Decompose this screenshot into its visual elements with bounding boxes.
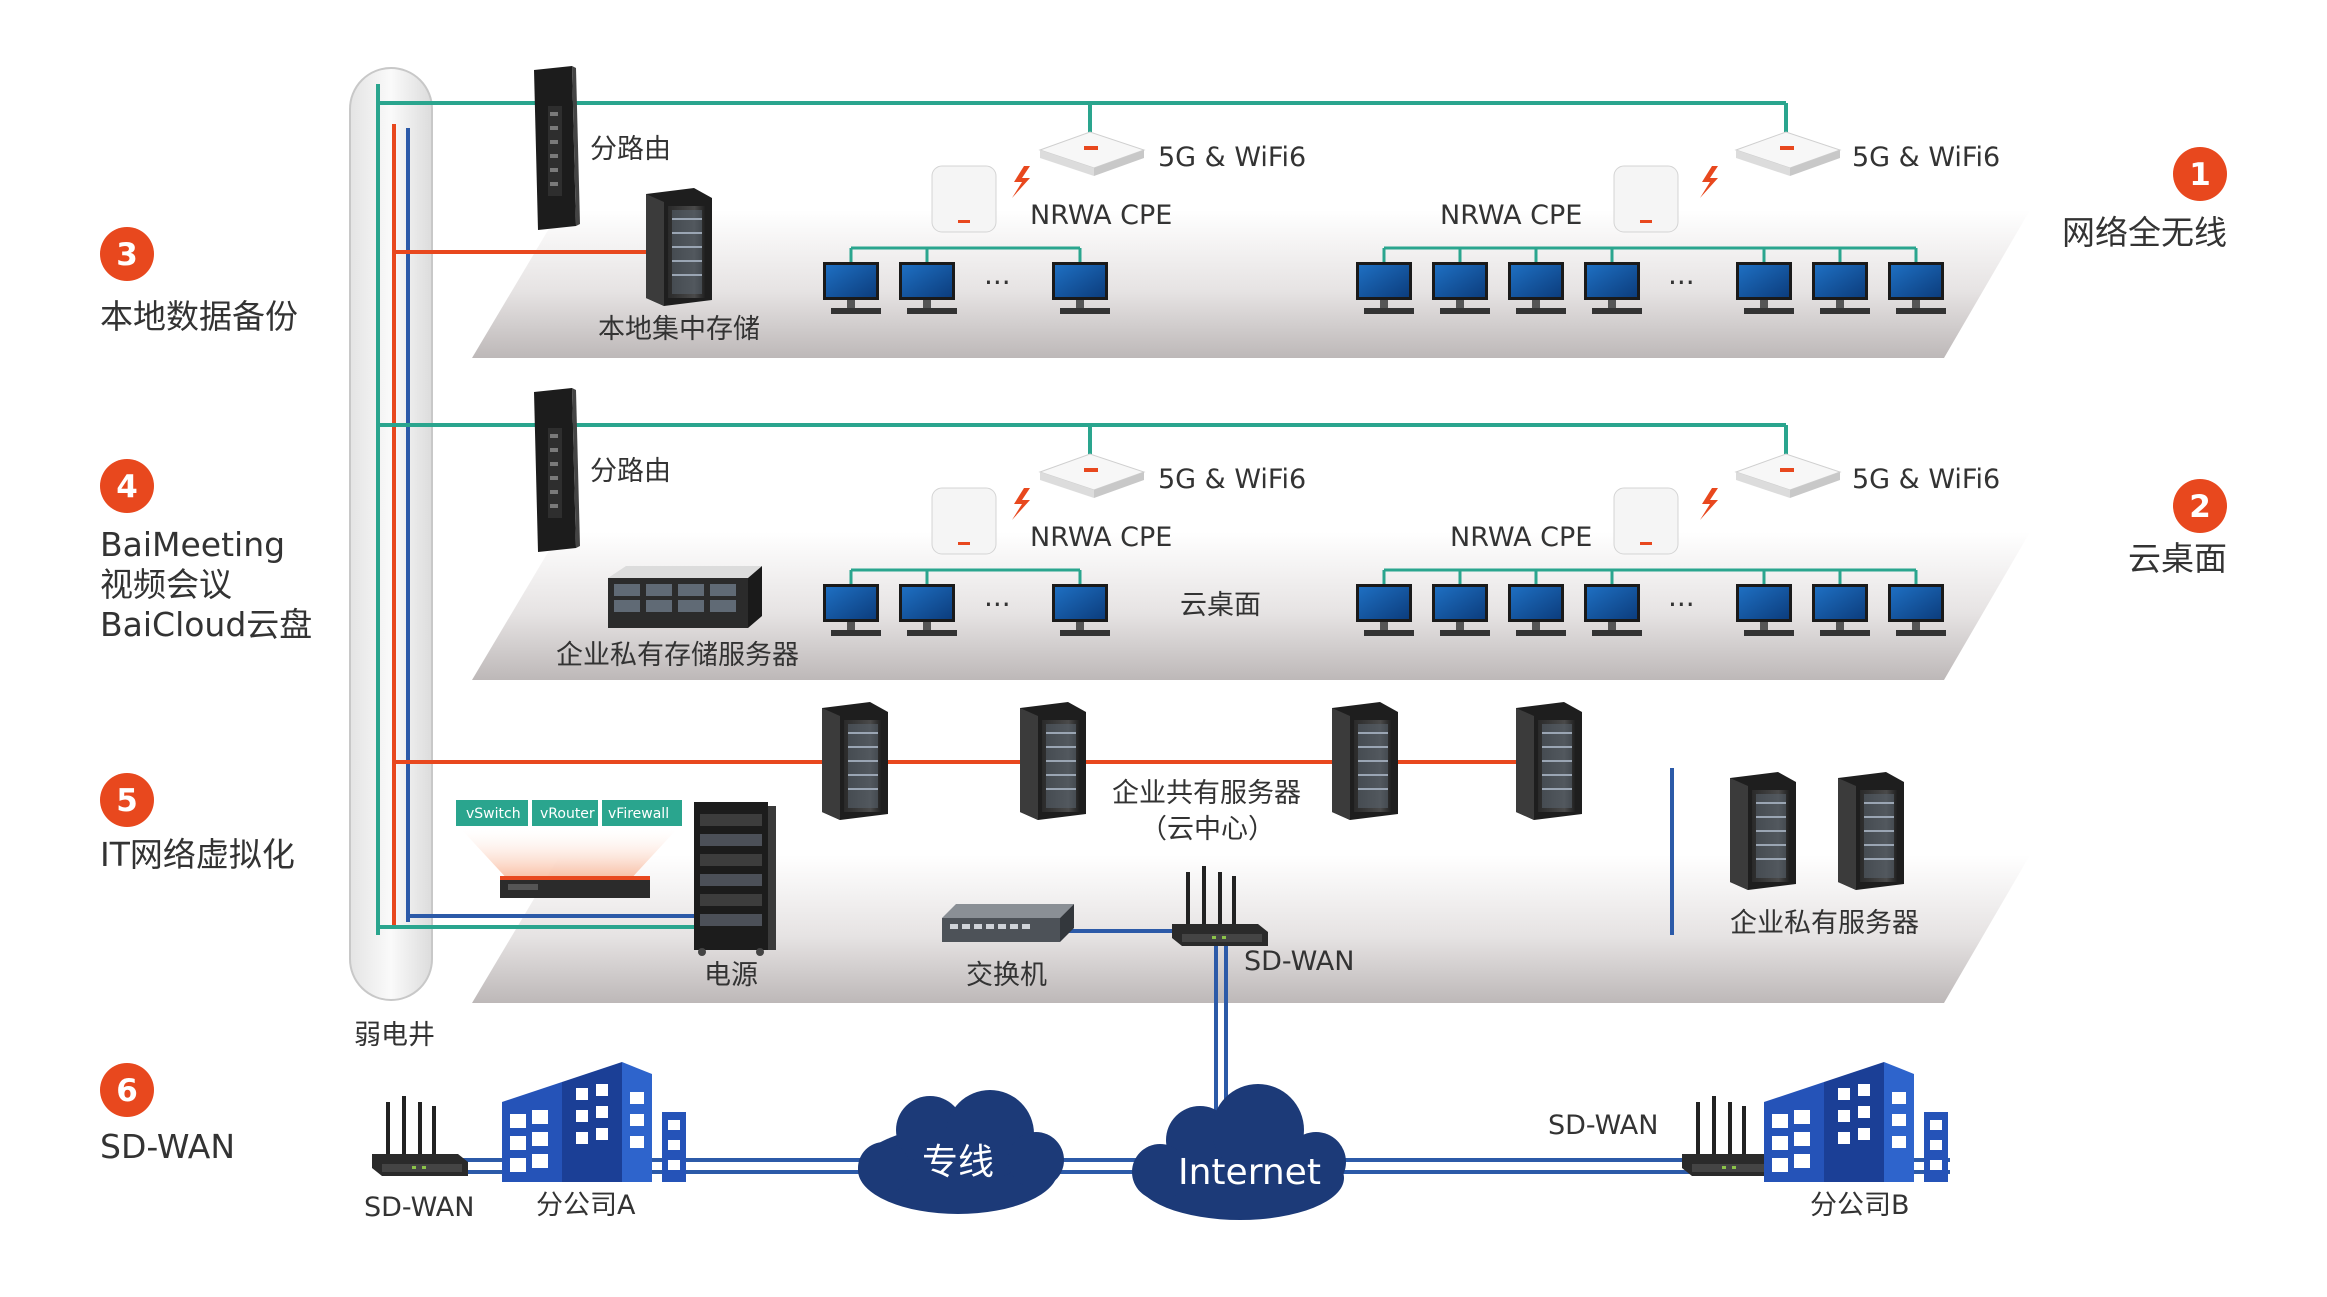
section-2: 2 云桌面 bbox=[2128, 479, 2227, 578]
section-number: 1 bbox=[2189, 157, 2211, 193]
leased-line-cloud-icon bbox=[858, 1090, 1064, 1214]
wifi6-ap-icon bbox=[1039, 453, 1145, 499]
virtualization-tags: vSwitch vRouter vFirewall bbox=[456, 800, 682, 826]
private-server-icon bbox=[1838, 772, 1904, 890]
floor1-ap-right-label: 5G & WiFi6 bbox=[1852, 142, 2000, 173]
cpe-icon bbox=[931, 165, 997, 233]
svg-text:···: ··· bbox=[984, 588, 1011, 621]
wifi6-ap-icon bbox=[1735, 453, 1841, 499]
floor1-router-label: 分路由 bbox=[590, 134, 671, 165]
section-number: 6 bbox=[116, 1073, 138, 1109]
section-1: 1 网络全无线 bbox=[2062, 147, 2227, 252]
shared-server-icon bbox=[822, 702, 888, 820]
vrouter-tag-label: vRouter bbox=[540, 806, 595, 822]
branch-b-building-icon bbox=[1764, 1062, 1948, 1182]
section-number: 3 bbox=[116, 237, 138, 273]
floor-1-wiring bbox=[378, 101, 1918, 262]
private-storage-server-icon bbox=[608, 566, 762, 628]
switch-label: 交换机 bbox=[966, 960, 1047, 991]
sdwan-router-icon bbox=[1682, 1096, 1778, 1176]
cpe-icon bbox=[1613, 165, 1679, 233]
private-servers-label: 企业私有服务器 bbox=[1730, 908, 1919, 939]
virtualization-glow bbox=[462, 830, 676, 882]
wan-left-device-label: SD-WAN bbox=[364, 1192, 474, 1223]
wireless-link-icon bbox=[1700, 166, 1718, 198]
section-6: 6 SD-WAN bbox=[100, 1063, 235, 1166]
shaft-label: 弱电井 bbox=[354, 1020, 435, 1051]
vfirewall-tag bbox=[602, 800, 682, 826]
vswitch-tag bbox=[456, 800, 528, 826]
floor1-cpe-right-label: NRWA CPE bbox=[1440, 200, 1582, 231]
vrouter-tag bbox=[532, 800, 598, 826]
branch-router-icon bbox=[534, 388, 580, 552]
cloud-center-label: （云中心） bbox=[1140, 814, 1275, 845]
floor1-cpe-left-label: NRWA CPE bbox=[1030, 200, 1172, 231]
cpe-icon bbox=[931, 487, 997, 555]
svg-text:···: ··· bbox=[1668, 266, 1695, 299]
floor2-cpe-left-label: NRWA CPE bbox=[1030, 522, 1172, 553]
floor2-ap-left-label: 5G & WiFi6 bbox=[1158, 464, 1306, 495]
section-label: IT网络虚拟化 bbox=[100, 835, 295, 874]
shared-server-icon bbox=[1516, 702, 1582, 820]
section-4: 4 BaiMeeting 视频会议 BaiCloud云盘 bbox=[100, 459, 312, 644]
branch-router-icon bbox=[534, 66, 580, 230]
floor3-sdwan-label: SD-WAN bbox=[1244, 946, 1354, 977]
floor1-storage-label: 本地集中存储 bbox=[598, 314, 760, 345]
virtual-appliance-icon bbox=[500, 876, 650, 898]
wifi6-ap-icon bbox=[1039, 131, 1145, 177]
branch-a-building-icon bbox=[502, 1062, 686, 1182]
section-line: BaiMeeting bbox=[100, 525, 285, 564]
floor2-ap-right-label: 5G & WiFi6 bbox=[1852, 464, 2000, 495]
cpe-icon bbox=[1613, 487, 1679, 555]
wan-right-device-label: SD-WAN bbox=[1548, 1110, 1658, 1141]
floor2-desktop-label: 云桌面 bbox=[1180, 590, 1261, 621]
floor2-pcs: ··· ··· bbox=[823, 584, 1946, 636]
network-switch-icon bbox=[942, 904, 1074, 942]
section-line: 视频会议 bbox=[100, 565, 232, 604]
vswitch-tag-label: vSwitch bbox=[466, 806, 521, 822]
sdwan-router-icon bbox=[372, 1096, 468, 1176]
section-5: 5 IT网络虚拟化 bbox=[100, 773, 295, 874]
floor2-storage-label: 企业私有存储服务器 bbox=[556, 640, 799, 671]
shared-server-icon bbox=[1332, 702, 1398, 820]
shared-server-icon bbox=[1020, 702, 1086, 820]
private-server-icon bbox=[1730, 772, 1796, 890]
floor2-cpe-right-label: NRWA CPE bbox=[1450, 522, 1592, 553]
section-number: 4 bbox=[116, 469, 138, 505]
wifi6-ap-icon bbox=[1735, 131, 1841, 177]
vfirewall-tag-label: vFirewall bbox=[608, 806, 669, 822]
weak-current-shaft bbox=[349, 67, 433, 1001]
floor-2-wiring bbox=[378, 423, 1918, 584]
wireless-link-icon bbox=[1012, 488, 1030, 520]
power-label: 电源 bbox=[704, 960, 758, 991]
internet-cloud-icon bbox=[1132, 1084, 1346, 1220]
floor1-pcs: ··· ··· bbox=[823, 262, 1946, 314]
svg-text:···: ··· bbox=[984, 266, 1011, 299]
section-3: 3 本地数据备份 bbox=[100, 227, 298, 336]
internet-label: Internet bbox=[1178, 1152, 1321, 1193]
shared-servers-label: 企业共有服务器 bbox=[1112, 778, 1301, 809]
section-label: 本地数据备份 bbox=[100, 297, 298, 336]
section-label: 网络全无线 bbox=[2062, 213, 2227, 252]
leased-line-label: 专线 bbox=[922, 1142, 994, 1183]
floor1-ap-left-label: 5G & WiFi6 bbox=[1158, 142, 1306, 173]
branch-b-label: 分公司B bbox=[1810, 1190, 1910, 1221]
power-cabinet-icon bbox=[694, 802, 776, 956]
svg-text:···: ··· bbox=[1668, 588, 1695, 621]
section-label: SD-WAN bbox=[100, 1127, 235, 1166]
wireless-link-icon bbox=[1012, 166, 1030, 198]
section-number: 2 bbox=[2189, 489, 2211, 525]
floor2-router-label: 分路由 bbox=[590, 456, 671, 487]
local-storage-icon bbox=[646, 188, 712, 306]
section-label: 云桌面 bbox=[2128, 539, 2227, 578]
section-line: BaiCloud云盘 bbox=[100, 605, 312, 644]
branch-a-label: 分公司A bbox=[536, 1190, 636, 1221]
section-number: 5 bbox=[116, 783, 138, 819]
wireless-link-icon bbox=[1700, 488, 1718, 520]
